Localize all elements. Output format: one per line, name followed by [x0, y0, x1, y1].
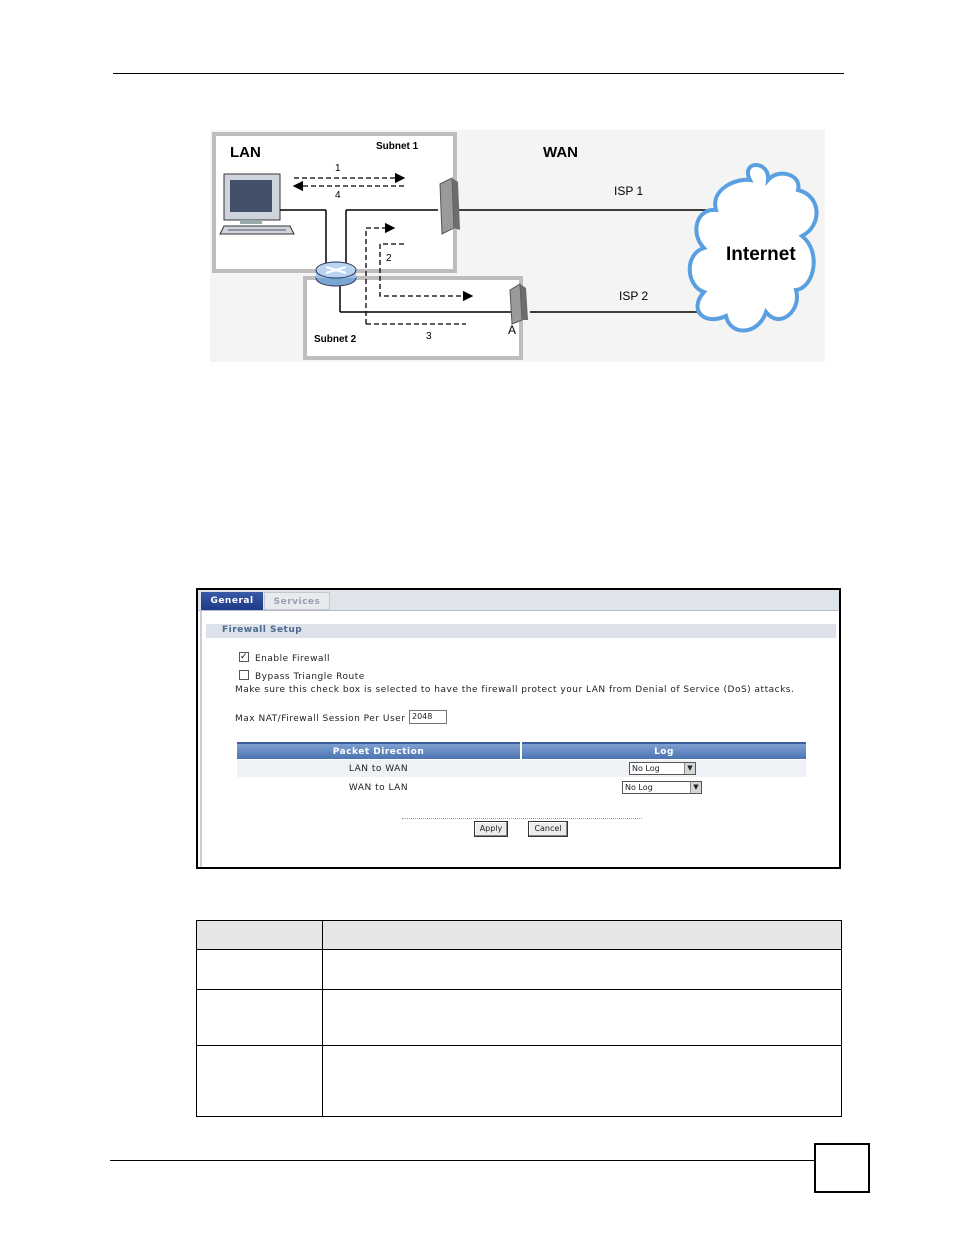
max-session-label: Max NAT/Firewall Session Per User — [235, 714, 405, 724]
field-description-table — [196, 920, 842, 1117]
footer-rule — [110, 1160, 815, 1161]
log-select-wan-to-lan[interactable]: No Log ▼ — [622, 781, 702, 794]
panel-left-edge — [200, 610, 202, 867]
tab-bar: General Services — [198, 590, 839, 611]
wan-label: WAN — [543, 144, 578, 161]
table-row-divider — [197, 989, 841, 990]
arrow-label-1: 1 — [335, 163, 341, 174]
bypass-note: Make sure this check box is selected to … — [235, 685, 794, 695]
subnet2-label: Subnet 2 — [314, 334, 357, 345]
arrow-label-4: 4 — [335, 190, 341, 201]
header-log: Log — [522, 742, 806, 759]
gateway-device-a-icon — [510, 284, 528, 324]
device-a-label: A — [508, 323, 516, 337]
subnet2-box — [305, 278, 521, 358]
apply-button[interactable]: Apply — [474, 821, 508, 837]
direction-wan-to-lan: WAN to LAN — [237, 783, 520, 793]
tab-general[interactable]: General — [201, 592, 263, 610]
table-header-row — [197, 921, 841, 950]
internet-label: Internet — [726, 244, 796, 265]
subnet1-label: Subnet 1 — [376, 141, 419, 152]
button-divider — [402, 818, 642, 819]
isp1-label: ISP 1 — [614, 184, 643, 198]
log-select-lan-to-wan[interactable]: No Log ▼ — [629, 762, 696, 775]
firewall-setup-screenshot: General Services Firewall Setup ✓ Enable… — [196, 588, 841, 869]
bypass-triangle-label: Bypass Triangle Route — [255, 672, 365, 682]
arrow-label-2: 2 — [386, 253, 392, 264]
table-row-divider — [197, 1045, 841, 1046]
dropdown-arrow-icon: ▼ — [690, 782, 701, 793]
cancel-button[interactable]: Cancel — [528, 821, 568, 837]
router-icon — [316, 262, 356, 286]
max-session-input[interactable]: 2048 — [409, 710, 447, 724]
section-title: Firewall Setup — [222, 625, 302, 635]
bypass-triangle-checkbox[interactable] — [239, 670, 249, 680]
lan-label: LAN — [230, 144, 261, 161]
header-rule — [113, 73, 844, 74]
arrow-label-3: 3 — [426, 331, 432, 342]
page-number-box — [814, 1143, 870, 1193]
log-select-value: No Log — [625, 783, 653, 792]
enable-firewall-label: Enable Firewall — [255, 654, 330, 664]
gateway-device-1-icon — [440, 178, 460, 234]
enable-firewall-checkbox[interactable]: ✓ — [239, 652, 249, 662]
log-select-value: No Log — [632, 764, 660, 773]
direction-lan-to-wan: LAN to WAN — [237, 764, 520, 774]
network-diagram: LAN Subnet 1 WAN ISP 1 ISP 2 Internet Su… — [210, 130, 825, 362]
isp2-label: ISP 2 — [619, 289, 648, 303]
dropdown-arrow-icon: ▼ — [684, 763, 695, 774]
header-packet-direction: Packet Direction — [237, 742, 520, 759]
table-column-divider — [322, 921, 323, 1116]
tab-services[interactable]: Services — [264, 592, 330, 610]
